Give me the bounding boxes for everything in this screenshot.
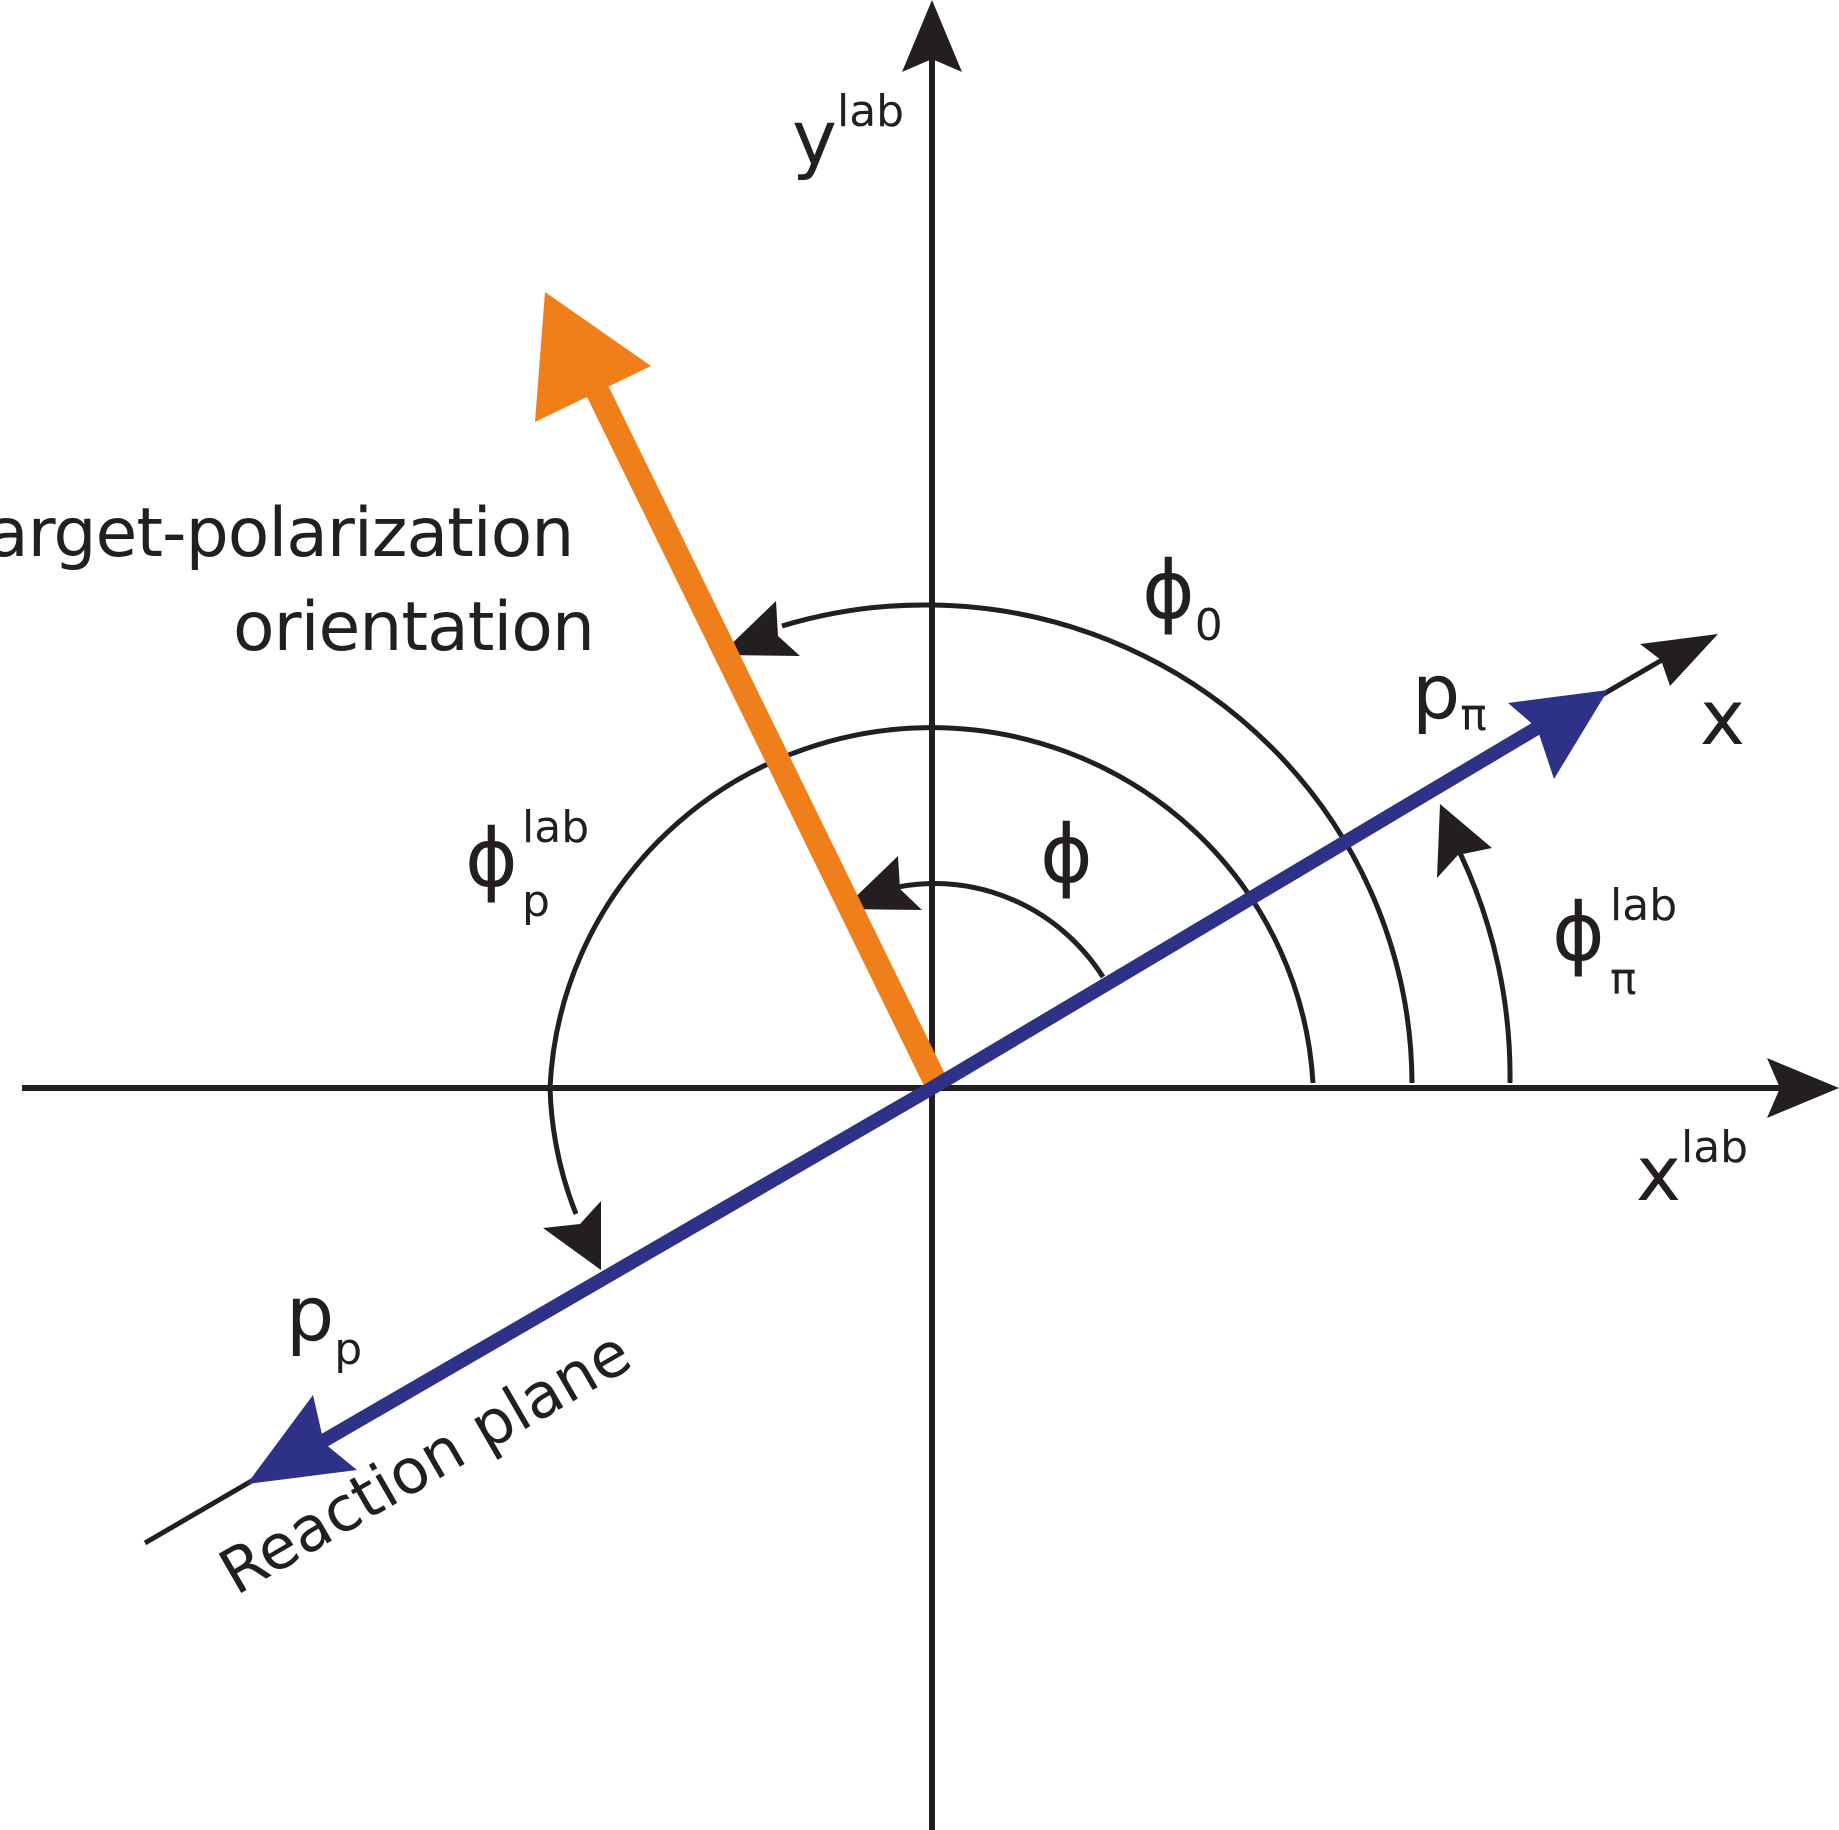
angle-arcs bbox=[547, 602, 1513, 1215]
phi-pi-lab-arc bbox=[1457, 851, 1513, 1084]
reaction-plane bbox=[143, 634, 1718, 1546]
phi-0-label: ϕ0 bbox=[1142, 544, 1223, 651]
p-pi-label: pπ bbox=[1412, 647, 1487, 741]
lab-axes bbox=[22, 58, 1790, 1830]
target-polarization-arrowhead bbox=[535, 292, 651, 422]
phi-arc bbox=[897, 881, 1106, 979]
p-p-arrowhead bbox=[247, 1395, 357, 1484]
p-pi-vector bbox=[928, 718, 1546, 1095]
target-polarization-shaft bbox=[583, 378, 948, 1091]
x-lab-label: xlab bbox=[1636, 1122, 1748, 1218]
target-polarization-arrow bbox=[535, 292, 948, 1091]
x-label: x bbox=[1700, 673, 1745, 762]
p-p-label: pp bbox=[286, 1269, 362, 1375]
y-lab-label: ylab bbox=[792, 86, 904, 182]
x-axis-arrowhead bbox=[1640, 634, 1718, 686]
phi-arrowhead bbox=[843, 856, 922, 910]
target-polarization-label: Target-polarization orientation bbox=[0, 494, 594, 667]
phi-label: ϕ bbox=[1040, 808, 1093, 901]
phi-pi-lab-arrowhead bbox=[1437, 804, 1492, 878]
phi-p-lab-arc bbox=[547, 725, 1316, 1215]
p-p-vector bbox=[314, 1081, 936, 1451]
phi-p-lab-arrowhead bbox=[543, 1201, 601, 1270]
y-lab-arrowhead bbox=[902, 0, 962, 72]
p-pi-arrowhead bbox=[1508, 690, 1608, 779]
x-lab-arrowhead bbox=[1767, 1058, 1839, 1118]
arc-arrowheads bbox=[543, 601, 1492, 1270]
phi-0-arc bbox=[781, 602, 1415, 1084]
phi-0-arrowhead bbox=[720, 601, 800, 656]
